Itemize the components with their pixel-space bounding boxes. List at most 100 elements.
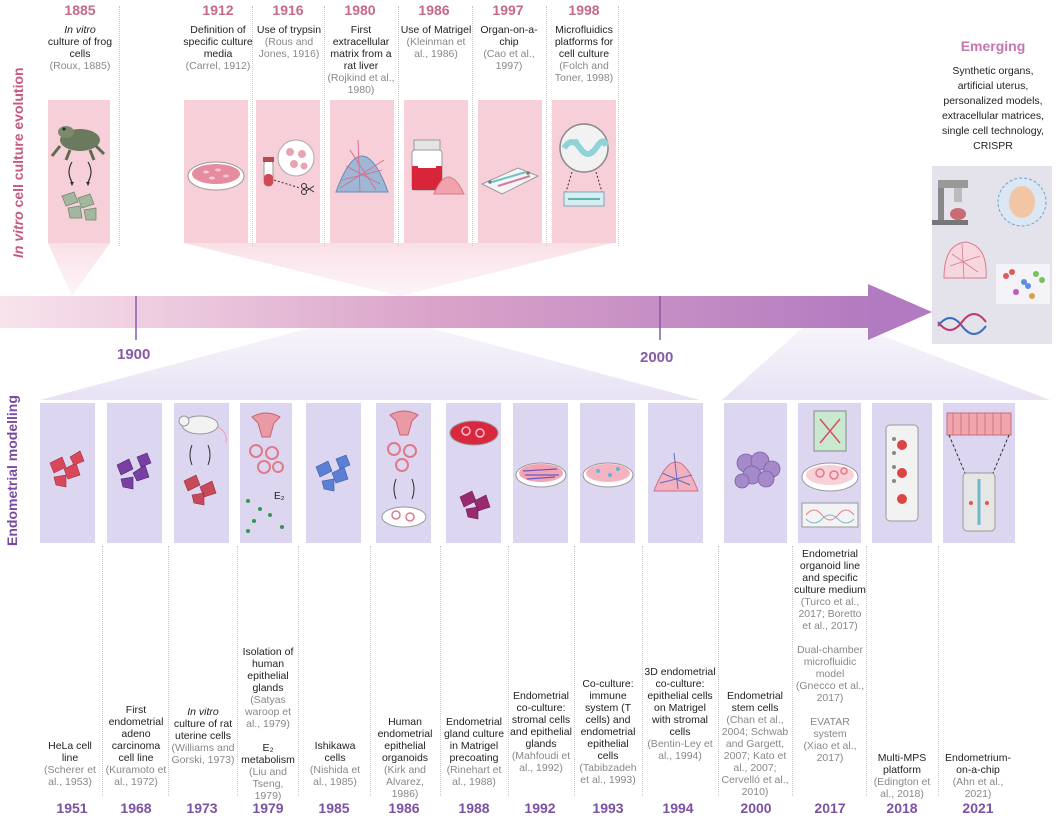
- separator: [252, 6, 253, 246]
- year-1973: 1973: [186, 800, 218, 816]
- evatar-system-icon: [801, 502, 859, 528]
- milestone-1980-label: First extracellular matrix from a rat li…: [327, 24, 395, 96]
- organoid-dish-icon: [801, 462, 859, 492]
- year-1985: 1985: [318, 800, 350, 816]
- glands-icon: [387, 442, 417, 472]
- panel-matrigel: [404, 100, 468, 243]
- tube-icon: [263, 157, 274, 187]
- panel-emerging: [932, 166, 1052, 344]
- matrigel-bottle-icon: [411, 139, 443, 191]
- year-2021: 2021: [962, 800, 994, 816]
- stem-cell-cluster-icon: [734, 451, 781, 489]
- year-1916: 1916: [272, 2, 304, 18]
- milestone-1993-label: Co-culture: immune system (T cells) and …: [579, 678, 637, 786]
- separator: [574, 546, 575, 796]
- milestone-1986-label: Human endometrial epithelial organoids(K…: [377, 716, 433, 800]
- milestone-1994-label: 3D endometrial co-culture: epithelial ce…: [644, 666, 716, 762]
- year-1998: 1998: [568, 2, 600, 18]
- panel-endometrium-chip: [943, 403, 1015, 543]
- year-1968: 1968: [120, 800, 152, 816]
- coculture-dish-icon: [515, 462, 567, 488]
- year-1988: 1988: [458, 800, 490, 816]
- panel-microfluidics: [552, 100, 616, 243]
- multi-mps-chip-icon: [885, 424, 919, 522]
- panel-hela: [40, 403, 95, 543]
- milestone-1997-label: Organ-on-a-chip(Cao et al., 1997): [480, 24, 538, 72]
- year-1912: 1912: [202, 2, 234, 18]
- bioprinter-icon: [932, 180, 968, 225]
- separator: [440, 546, 441, 796]
- fetus-icon: [997, 177, 1047, 227]
- ecm-dome-icon: [335, 139, 389, 193]
- panel-multi-mps: [872, 403, 932, 543]
- dual-chamber-chip-icon: [813, 410, 847, 452]
- milestone-1986-top-label: Use of Matrigel(Kleinman et al., 1986): [400, 24, 472, 60]
- year-1951: 1951: [56, 800, 88, 816]
- panel-organoids: [376, 403, 431, 543]
- panel-trypsin: [256, 100, 320, 243]
- funnel-1951-1994: [40, 312, 700, 400]
- separator: [508, 546, 509, 796]
- year-1997: 1997: [492, 2, 524, 18]
- gel-dome-icon: [433, 176, 465, 195]
- panel-rat-uterine: [174, 403, 229, 543]
- uterus-icon: [389, 410, 419, 436]
- year-1980: 1980: [344, 2, 376, 18]
- milestone-1998-label: Microfluidics platforms for cell culture…: [554, 24, 614, 84]
- emerging-description: Synthetic organs, artificial uterus, per…: [941, 65, 1045, 152]
- frog-icon: [50, 126, 106, 161]
- timeline-arrow-head: [868, 284, 932, 340]
- year-1986: 1986: [388, 800, 420, 816]
- year-1986-top: 1986: [418, 2, 450, 18]
- year-1885: 1885: [64, 2, 96, 18]
- petri-organoid-icon: [381, 506, 427, 528]
- milestone-2000-label: Endometrial stem cells(Chan et al., 2004…: [721, 690, 789, 798]
- microfluidic-magnifier-icon: [559, 123, 609, 193]
- separator: [472, 6, 473, 246]
- separator: [168, 546, 169, 796]
- milestone-1979-label: Isolation of human epithelial glands(Sat…: [241, 646, 295, 802]
- separator: [642, 546, 643, 796]
- e2-label: E₂: [274, 491, 285, 502]
- milestone-1992-label: Endometrial co-culture: stromal cells an…: [510, 690, 572, 774]
- petri-dish-icon: [187, 161, 245, 191]
- milestone-2017-label: Endometrial organoid line and specific c…: [794, 548, 866, 764]
- ishikawa-cells-icon: [315, 454, 351, 492]
- immune-coculture-dish-icon: [582, 462, 634, 488]
- separator: [324, 6, 325, 246]
- milestone-1912-label: Definition of specific culture media(Car…: [183, 24, 253, 72]
- organoid-matrix-icon: [943, 241, 987, 279]
- panel-organ-on-chip: [478, 100, 542, 243]
- separator: [237, 546, 238, 796]
- milestone-1916-label: Use of trypsin(Rous and Jones, 1916): [256, 24, 322, 60]
- separator: [866, 546, 867, 796]
- separator: [618, 6, 619, 246]
- panel-organoid-line: [798, 403, 861, 543]
- hela-cells-icon: [49, 450, 85, 488]
- separator: [119, 6, 120, 246]
- milestone-2018-label: Multi-MPS platform(Edington et al., 2018…: [873, 752, 931, 800]
- milestone-1985-label: Ishikawa cells(Nishida et al., 1985): [309, 740, 361, 788]
- panel-ishikawa: [306, 403, 361, 543]
- panel-coculture-stromal: [513, 403, 568, 543]
- uterine-cells-icon: [183, 474, 217, 506]
- dna-icon: [937, 313, 987, 335]
- year-1992: 1992: [524, 800, 556, 816]
- panel-gland-matrigel: [446, 403, 501, 543]
- emerging-title: Emerging: [960, 38, 1026, 54]
- axis-label-1900: 1900: [117, 346, 151, 363]
- endometrium-chip-icon: [962, 472, 996, 532]
- panel-ecm: [330, 100, 394, 243]
- frog-cells-icon: [61, 191, 97, 221]
- separator: [370, 546, 371, 796]
- timeline-arrow-body: [0, 296, 880, 328]
- year-2000: 2000: [740, 800, 772, 816]
- year-2018: 2018: [886, 800, 918, 816]
- panel-frog-cells: [48, 100, 110, 243]
- separator: [718, 546, 719, 796]
- adenocarcinoma-cells-icon: [116, 452, 152, 490]
- year-1993: 1993: [592, 800, 624, 816]
- funnel-1912-1998: [184, 243, 612, 296]
- separator: [546, 6, 547, 246]
